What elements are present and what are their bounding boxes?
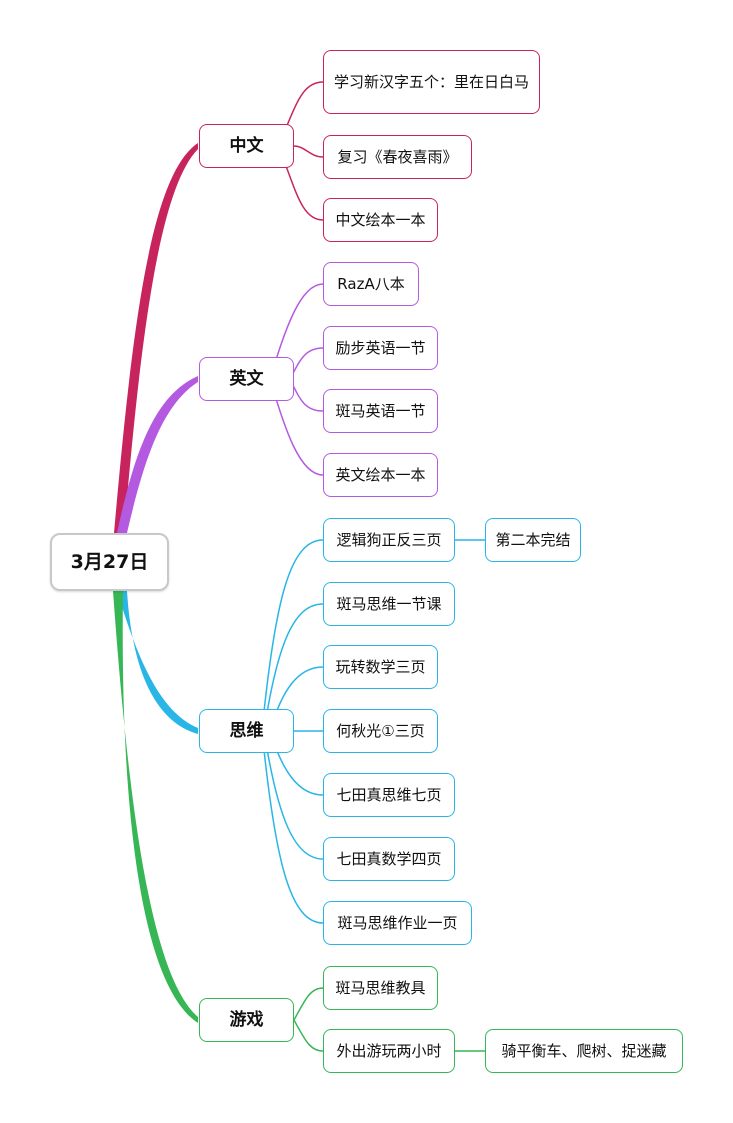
topic-siwei-1[interactable]: 逻辑狗正反三页 — [323, 518, 455, 562]
connector-zhongwen-2 — [293, 145, 324, 158]
connector-root-zhongwen — [114, 143, 198, 533]
topic-siwei-4[interactable]: 何秋光①三页 — [323, 709, 438, 753]
topic-youxi-2-child[interactable]: 骑平衡车、爬树、捉迷藏 — [485, 1029, 683, 1073]
branch-youxi[interactable]: 游戏 — [199, 998, 294, 1042]
topic-siwei-3[interactable]: 玩转数学三页 — [323, 645, 438, 689]
connector-root-youxi — [113, 591, 198, 1023]
topic-zhongwen-2[interactable]: 复习《春夜喜雨》 — [323, 135, 472, 179]
topic-yingwen-1[interactable]: RazA八本 — [323, 262, 419, 306]
topic-siwei-7[interactable]: 斑马思维作业一页 — [323, 901, 472, 945]
connector-siwei-7 — [261, 730, 324, 924]
branch-zhongwen[interactable]: 中文 — [199, 124, 294, 168]
topic-youxi-2[interactable]: 外出游玩两小时 — [323, 1029, 455, 1073]
root-node[interactable]: 3月27日 — [50, 533, 169, 591]
connector-siwei-6 — [263, 730, 324, 860]
connector-siwei-1 — [261, 539, 324, 732]
connector-yingwen-3 — [289, 378, 324, 412]
connector-youxi-1 — [293, 987, 324, 1021]
connector-yingwen-2 — [289, 347, 324, 380]
connector-root-siwei — [117, 591, 198, 734]
topic-yingwen-2[interactable]: 励步英语一节 — [323, 326, 438, 370]
connector-root-yingwen — [117, 376, 198, 533]
topic-siwei-2[interactable]: 斑马思维一节课 — [323, 582, 455, 626]
topic-siwei-5[interactable]: 七田真思维七页 — [323, 773, 455, 817]
topic-yingwen-4[interactable]: 英文绘本一本 — [323, 453, 438, 497]
topic-zhongwen-1[interactable]: 学习新汉字五个：里在日白马 — [323, 50, 540, 114]
topic-siwei-6[interactable]: 七田真数学四页 — [323, 837, 455, 881]
topic-siwei-1-child[interactable]: 第二本完结 — [485, 518, 581, 562]
topic-zhongwen-3[interactable]: 中文绘本一本 — [323, 198, 438, 242]
branch-yingwen[interactable]: 英文 — [199, 357, 294, 401]
topic-yingwen-3[interactable]: 斑马英语一节 — [323, 389, 438, 433]
branch-siwei[interactable]: 思维 — [199, 709, 294, 753]
connector-youxi-2 — [293, 1019, 324, 1052]
topic-youxi-1[interactable]: 斑马思维教具 — [323, 966, 438, 1010]
connector-siwei-2 — [263, 603, 324, 732]
